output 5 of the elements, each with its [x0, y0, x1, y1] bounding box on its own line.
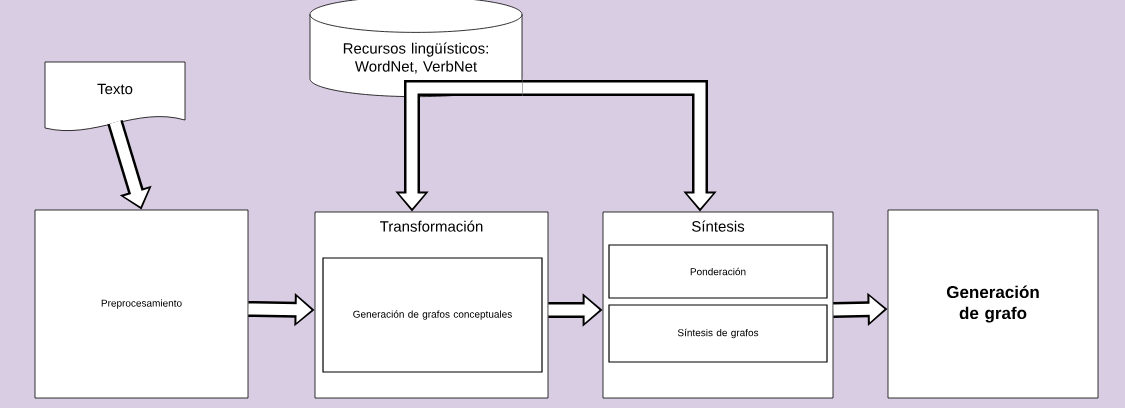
process-box: Generación de grafos conceptuales [322, 257, 543, 373]
process-box: Ponderación [608, 244, 828, 299]
process-box: Síntesis de grafos [608, 304, 828, 363]
process-box: Generación de grafo [887, 209, 1099, 399]
process-box: Preprocesamiento [34, 209, 249, 399]
